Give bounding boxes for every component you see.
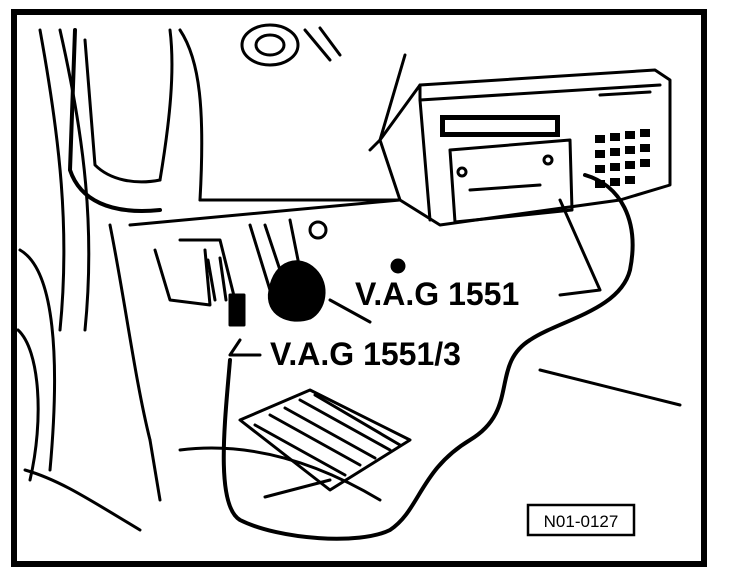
tester-leader-line [558,198,602,297]
cable-label: V.A.G 1551/3 [270,336,461,372]
tester-dot-leader [328,298,372,324]
figure-code-box [526,503,636,537]
floor-mat-pointer-line [263,478,332,499]
figure-code: N01-0127 [544,512,619,531]
tester-keypad[interactable] [595,129,650,188]
tester-label: V.A.G 1551 [355,276,519,312]
diagnostic-cable [221,173,635,541]
floor-mat [178,388,412,502]
dashboard-top [68,28,422,227]
door-pillar [16,28,142,532]
cable-leader-line [228,338,262,357]
tester-device[interactable] [378,68,672,227]
floor-pointer-line [538,368,682,407]
pedal-assembly [248,218,406,322]
diagnostic-connector [206,256,246,327]
steering-column-detail [240,23,342,67]
lower-dash-panel [108,223,242,502]
